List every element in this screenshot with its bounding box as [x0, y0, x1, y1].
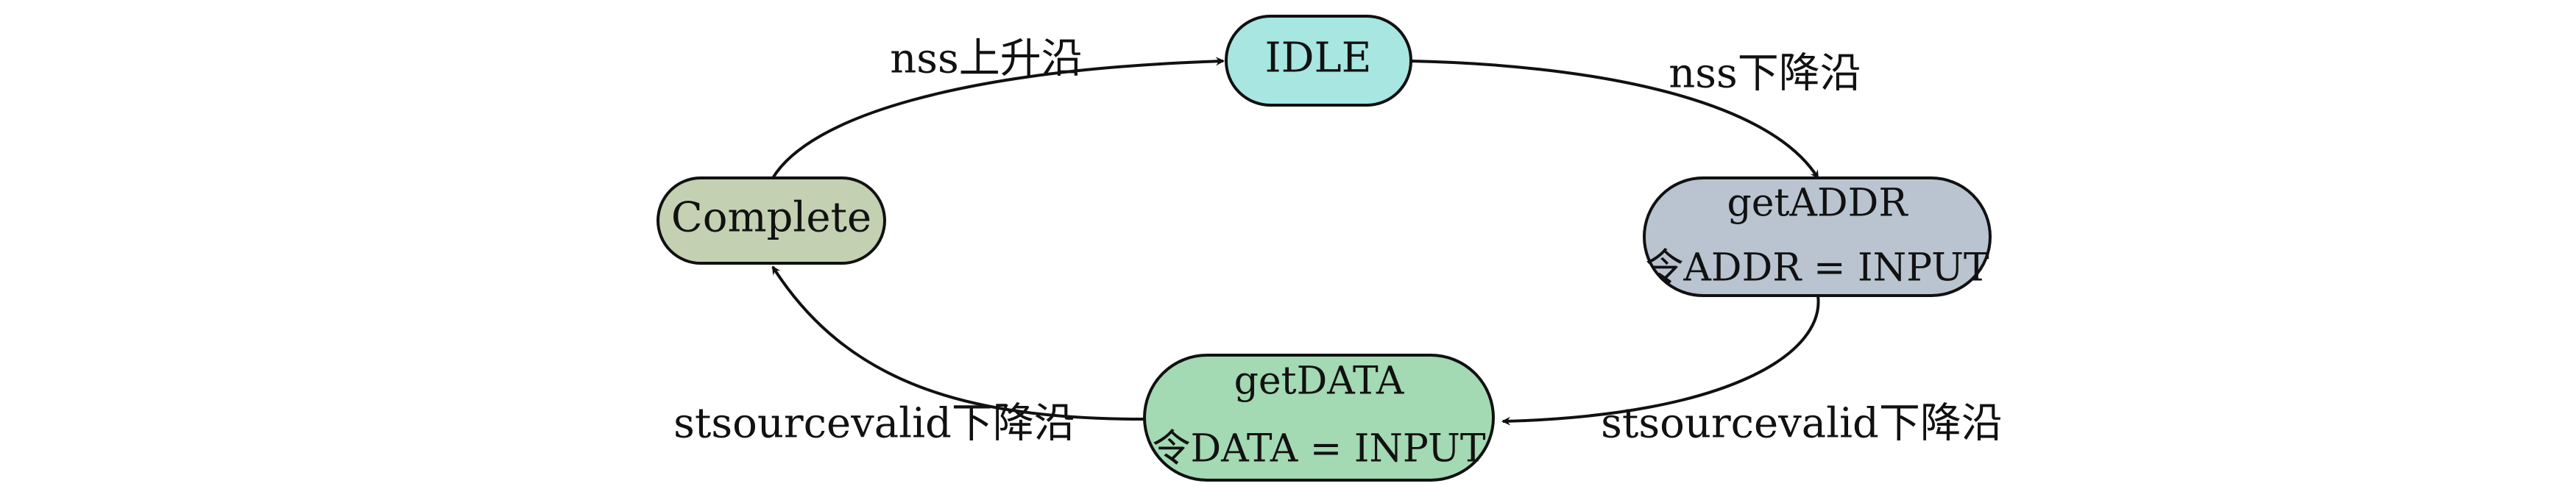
edge-label-getaddr-to-getdata: stsourcevalid下降沿 — [1601, 400, 2003, 448]
state-idle: IDLE — [1225, 15, 1412, 107]
state-idle-label: IDLE — [1264, 35, 1371, 82]
state-getaddr-title: getADDR — [1727, 182, 1908, 226]
edge-getdata-to-complete — [771, 265, 1145, 421]
state-getdata-action: 令DATA = INPUT — [1152, 427, 1485, 471]
state-complete: Complete — [657, 176, 886, 265]
edge-idle-to-getaddr — [1410, 60, 1819, 179]
state-getdata-box — [1143, 354, 1495, 482]
edge-getaddr-to-getdata — [1501, 295, 1820, 426]
state-getdata: getDATA 令DATA = INPUT — [1143, 354, 1495, 482]
state-idle-box — [1225, 15, 1412, 107]
state-getaddr: getADDR 令ADDR = INPUT — [1643, 176, 1992, 297]
state-complete-label: Complete — [671, 194, 871, 242]
edge-label-idle-to-getaddr: nss下降沿 — [1669, 50, 1861, 98]
edge-complete-to-idle — [771, 57, 1225, 179]
state-getdata-title: getDATA — [1234, 360, 1405, 404]
state-getaddr-box — [1643, 176, 1992, 297]
state-getaddr-action: 令ADDR = INPUT — [1645, 246, 1989, 290]
state-complete-box — [657, 176, 886, 265]
edge-label-getdata-to-complete: stsourcevalid下降沿 — [673, 400, 1075, 448]
edge-label-complete-to-idle: nss上升沿 — [890, 35, 1083, 83]
